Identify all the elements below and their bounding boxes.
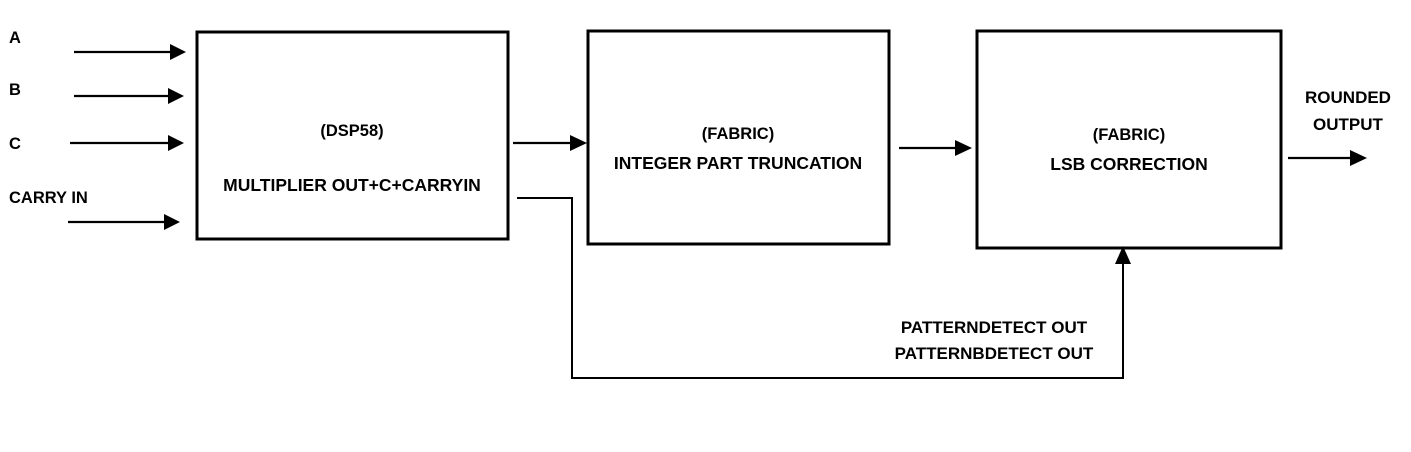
block-integer-truncation-title: (FABRIC) xyxy=(702,125,774,143)
input-label-b: B xyxy=(9,81,21,99)
input-label-c: C xyxy=(9,135,21,153)
input-arrow-b xyxy=(74,88,184,104)
output-label-line1: ROUNDED xyxy=(1305,88,1391,107)
connector-truncation-to-lsb xyxy=(899,140,972,156)
block-dsp58-title: (DSP58) xyxy=(320,122,383,140)
input-label-a: A xyxy=(9,29,21,47)
input-arrow-c xyxy=(70,135,184,151)
block-integer-truncation-subtitle: INTEGER PART TRUNCATION xyxy=(614,153,862,173)
block-dsp58-subtitle: MULTIPLIER OUT+C+CARRYIN xyxy=(223,175,481,195)
connector-dsp58-to-truncation xyxy=(513,135,587,151)
feedback-path-patterndetect xyxy=(517,197,1131,379)
feedback-label-patternbdetect-out: PATTERNBDETECT OUT xyxy=(895,344,1094,363)
input-arrow-carry-in xyxy=(68,214,180,230)
block-lsb-correction-title: (FABRIC) xyxy=(1093,126,1165,144)
feedback-label-patterndetect-out: PATTERNDETECT OUT xyxy=(901,318,1088,337)
block-integer-truncation: (FABRIC) INTEGER PART TRUNCATION xyxy=(586,29,891,246)
block-lsb-correction: (FABRIC) LSB CORRECTION xyxy=(975,29,1283,250)
output-label-line2: OUTPUT xyxy=(1313,115,1384,134)
block-lsb-correction-subtitle: LSB CORRECTION xyxy=(1050,154,1208,174)
input-label-carry-in: CARRY IN xyxy=(9,189,88,207)
output-arrow xyxy=(1288,150,1367,166)
block-dsp58: (DSP58) MULTIPLIER OUT+C+CARRYIN xyxy=(195,30,510,241)
input-arrow-a xyxy=(74,44,186,60)
